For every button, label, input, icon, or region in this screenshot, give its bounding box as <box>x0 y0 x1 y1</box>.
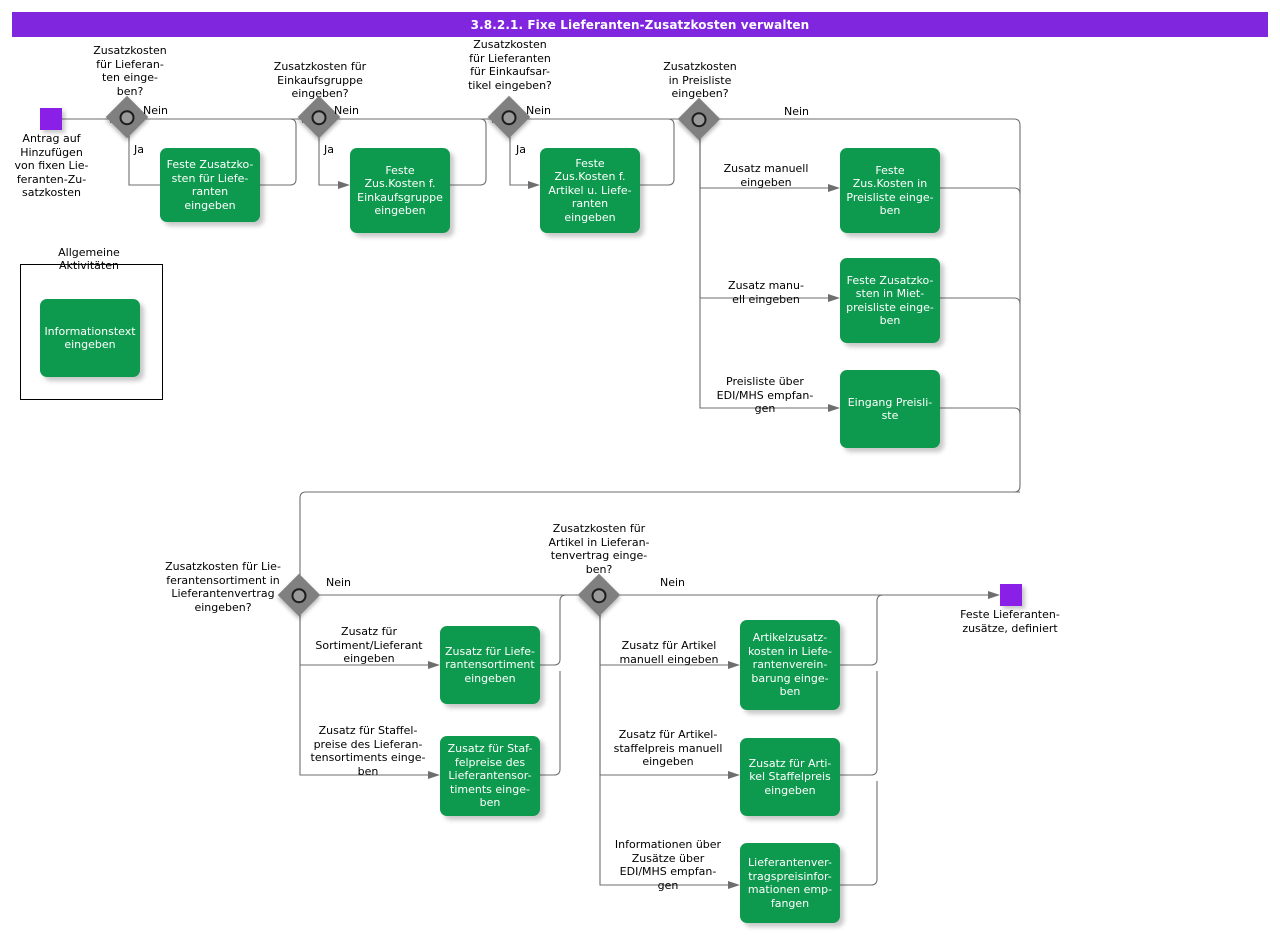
decision-5-no-label: Nein <box>326 576 352 589</box>
decision-2-no-label: Nein <box>334 104 360 117</box>
start-node[interactable] <box>40 108 62 130</box>
end-node-label: Feste Lieferanten-zusätze, definiert <box>960 608 1060 635</box>
activity-eingang-preisliste[interactable]: Eingang Preisli-ste <box>840 370 940 448</box>
activity-artikelzusatzkosten-lieferantenvereinbarung[interactable]: Artikelzusatz-kosten in Liefe-rantenvere… <box>740 620 840 710</box>
decision-ring-icon <box>119 109 135 125</box>
decision-node-2[interactable] <box>297 95 341 139</box>
decision-5-question: Zusatzkosten für Lie-ferantensortiment i… <box>165 560 281 614</box>
decision-ring-icon <box>591 587 607 603</box>
decision-3-yes-label: Ja <box>516 143 526 156</box>
activity-feste-zusatzkosten-mietpreisliste[interactable]: Feste Zusatzko-sten in Miet-preisliste e… <box>840 258 940 343</box>
decision-ring-icon <box>501 109 517 125</box>
decision-node-1[interactable] <box>105 95 149 139</box>
decision-6-no-label: Nein <box>660 576 686 589</box>
decision-node-4[interactable] <box>677 97 721 141</box>
decision-1-no-label: Nein <box>143 104 169 117</box>
decision-ring-icon <box>291 587 307 603</box>
end-node[interactable] <box>1000 584 1022 606</box>
decision-5-branch-2-label: Zusatz für Staffel-preise des Lieferan-t… <box>310 724 426 778</box>
decision-ring-icon <box>691 111 707 127</box>
decision-1-yes-label: Ja <box>134 143 144 156</box>
decision-4-branch-2-label: Zusatz manu-ell eingeben <box>728 279 804 306</box>
decision-3-no-label: Nein <box>526 104 552 117</box>
page-title: 3.8.2.1. Fixe Lieferanten-Zusatzkosten v… <box>12 12 1268 37</box>
decision-node-3[interactable] <box>487 95 531 139</box>
decision-node-5[interactable] <box>277 573 321 617</box>
decision-2-yes-label: Ja <box>324 143 334 156</box>
activity-feste-zusatzkosten-lieferanten[interactable]: Feste Zusatzko-sten für Liefe-ranten ein… <box>160 148 260 222</box>
decision-ring-icon <box>311 109 327 125</box>
decision-4-no-label: Nein <box>784 105 810 118</box>
decision-node-6[interactable] <box>577 573 621 617</box>
activity-lieferantenvertragspreisinformationen-empfangen[interactable]: Lieferantenver-tragspreisinfor-mationen … <box>740 843 840 923</box>
group-box-frame <box>20 264 163 400</box>
